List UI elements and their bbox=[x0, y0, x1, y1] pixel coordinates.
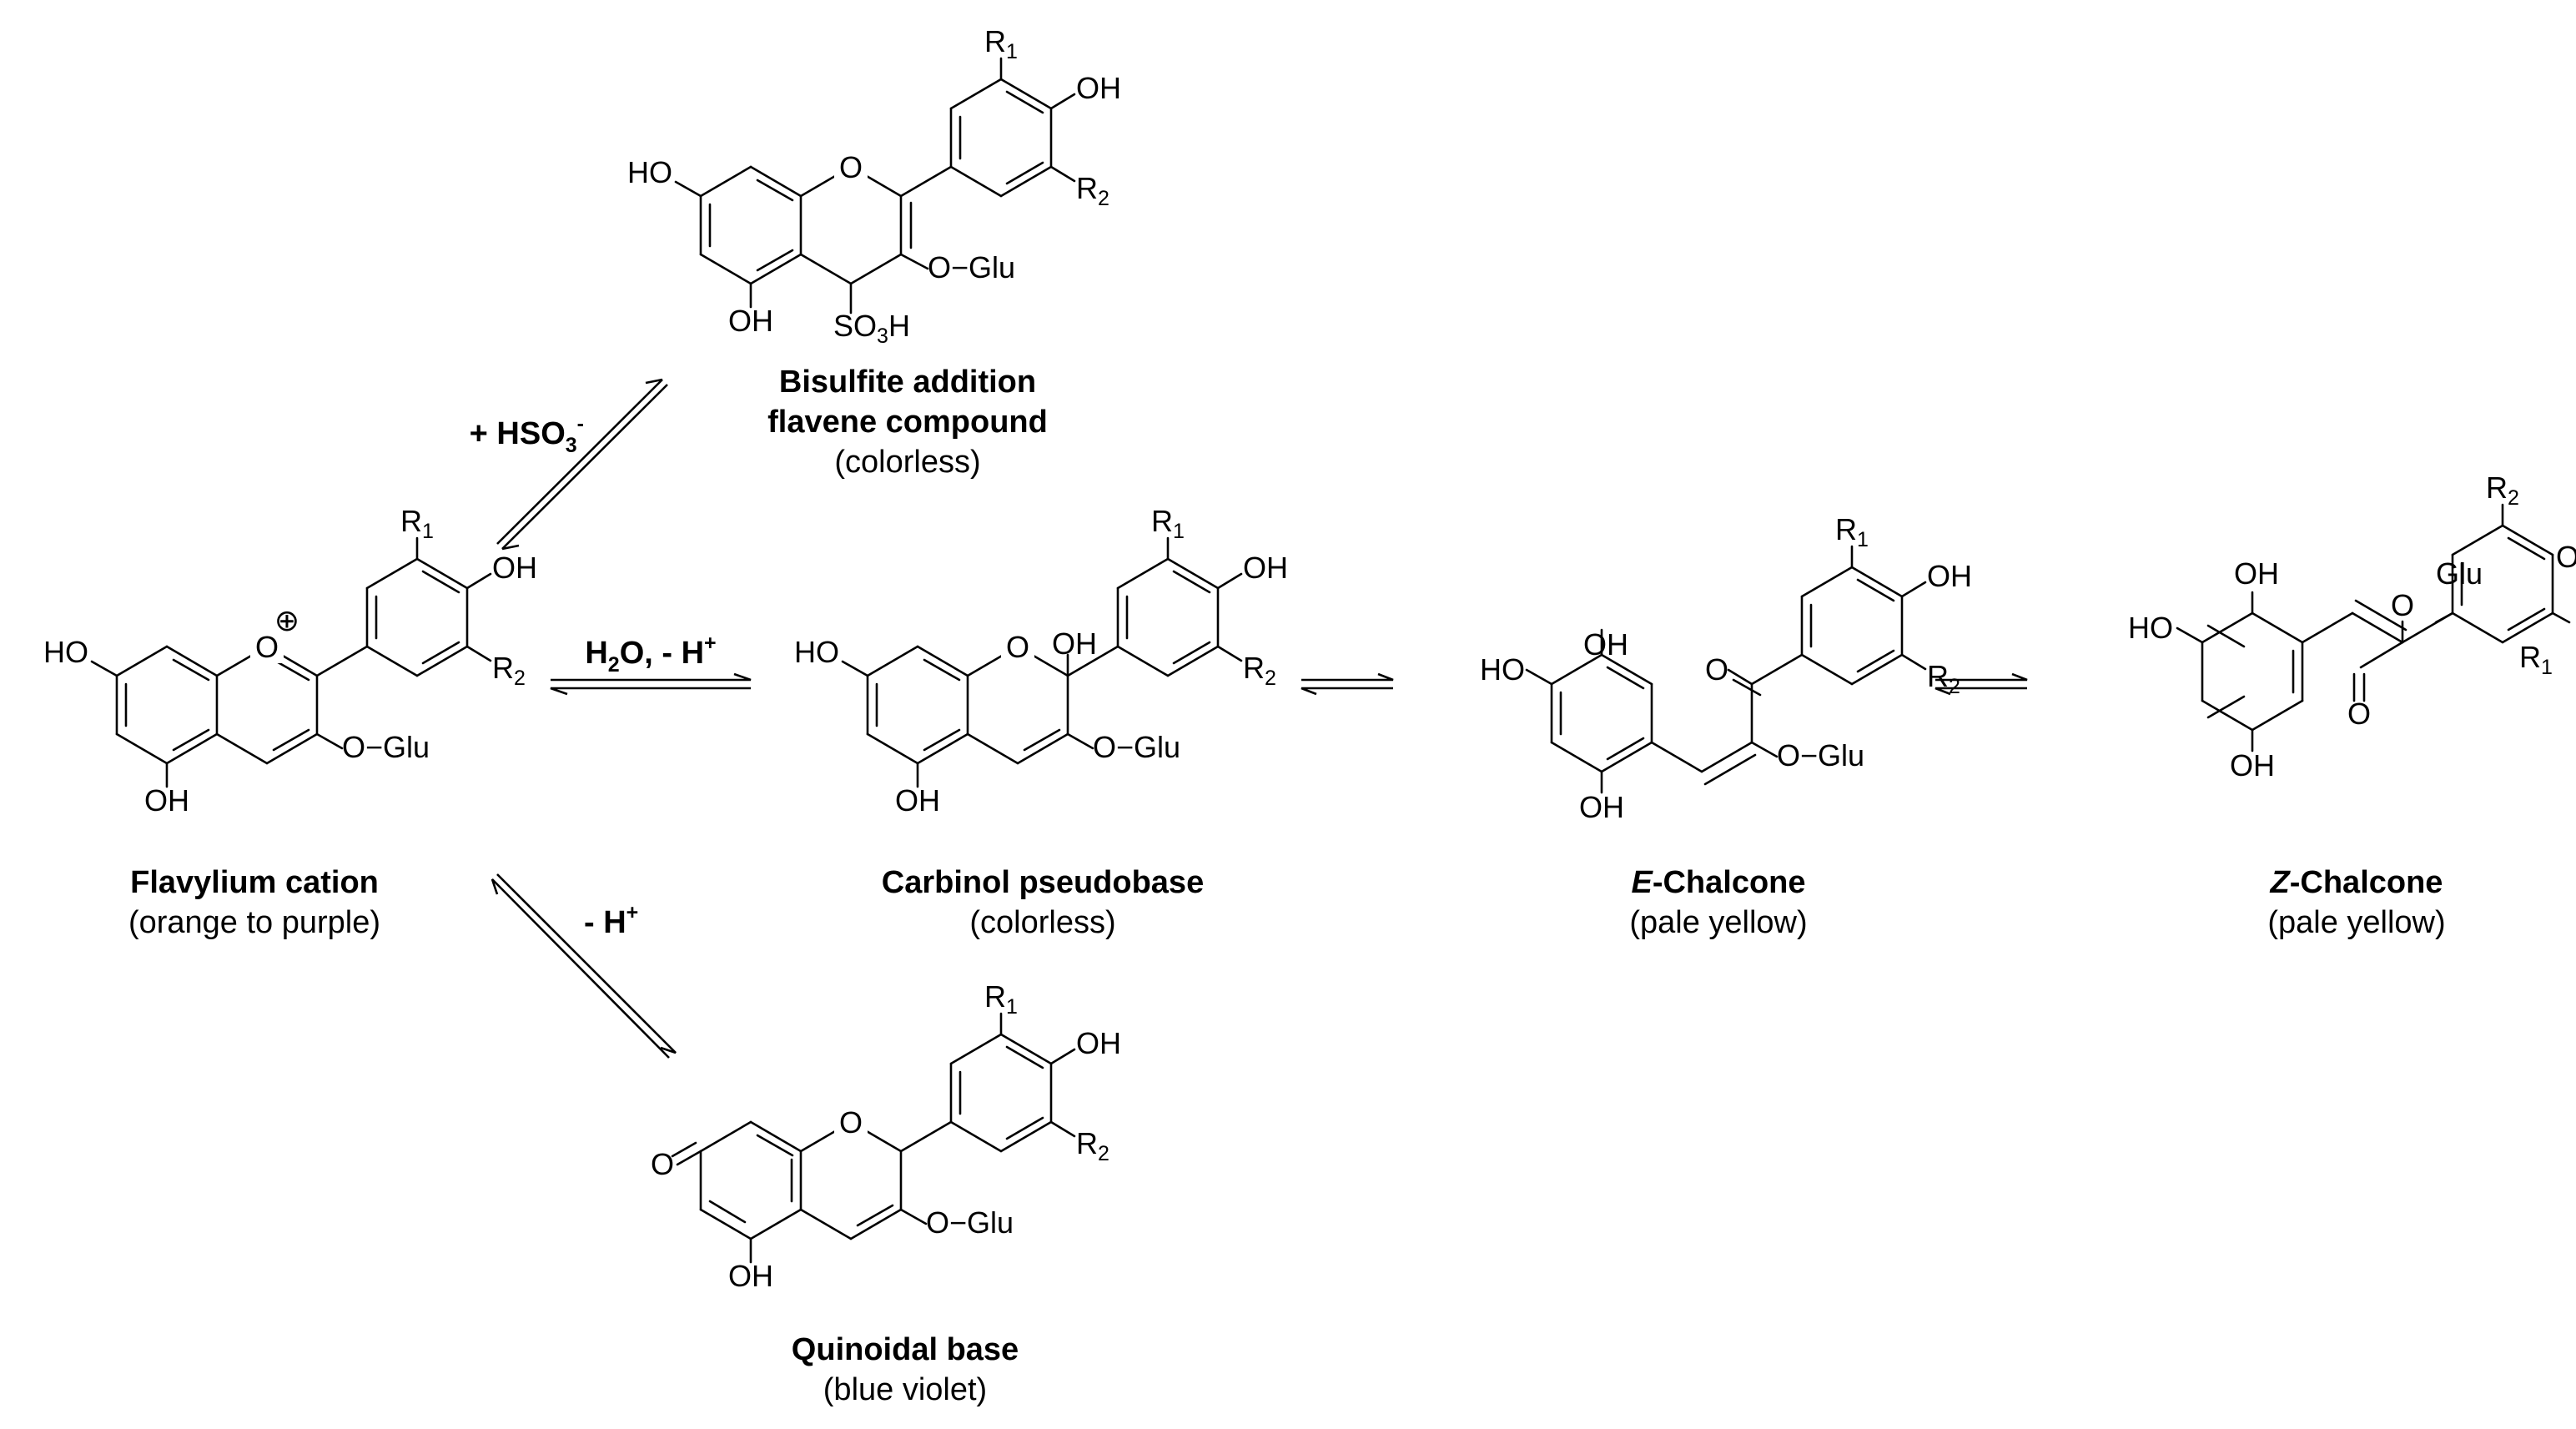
hydroxyl-4-label: HO bbox=[1480, 652, 1525, 687]
hydroxyl-6-label: OH bbox=[1579, 790, 1624, 824]
ring-oxygen-label: O bbox=[839, 150, 863, 184]
quinone-oxygen-label: O bbox=[651, 1147, 674, 1181]
flavylium-cation-color: (orange to purple) bbox=[128, 905, 380, 940]
equilibrium-arrow-hydration bbox=[550, 672, 752, 696]
o-glucoside-label: O−Glu bbox=[1093, 730, 1180, 764]
o-glucoside-label: O−Glu bbox=[1777, 738, 1864, 772]
a-ring-7-hydroxyl-label: HO bbox=[43, 635, 88, 669]
a-ring-5-hydroxyl-label: OH bbox=[728, 1259, 773, 1293]
equilibrium-arrow-isomerization bbox=[1935, 672, 2028, 696]
b-ring-hydroxyl-label: OH bbox=[1076, 1026, 1121, 1060]
r1-label: R1 bbox=[2519, 640, 2553, 679]
o-glucoside-label: O−Glu bbox=[926, 1205, 1014, 1240]
ring-oxygen-label: O bbox=[839, 1105, 863, 1140]
e-chalcone-color: (pale yellow) bbox=[1629, 905, 1807, 940]
equilibrium-arrow-ring-opening bbox=[1301, 672, 1394, 696]
b-ring-hydroxyl-label: OH bbox=[1927, 559, 1972, 593]
quinoidal-base-name: Quinoidal base bbox=[792, 1332, 1019, 1367]
r1-label: R1 bbox=[1151, 504, 1185, 543]
hydroxyl-6-label: OH bbox=[2230, 748, 2275, 782]
z-chalcone-name: Z-Chalcone bbox=[2270, 865, 2443, 900]
r2-label: R2 bbox=[2486, 470, 2519, 510]
hydration-condition-label: H2O, - H+ bbox=[585, 631, 716, 677]
enol-ether-oxygen-label: O bbox=[2391, 588, 2414, 622]
e-chalcone-name: E-Chalcone bbox=[1631, 865, 1805, 900]
hydroxyl-4-label: HO bbox=[2128, 611, 2173, 645]
r2-label: R2 bbox=[1076, 1126, 1109, 1165]
r1-label: R1 bbox=[400, 504, 434, 543]
quinoidal-base-color: (blue violet) bbox=[823, 1372, 987, 1407]
ring-oxygen-label: O bbox=[1006, 630, 1029, 664]
o-glucoside-label: O−Glu bbox=[928, 250, 1015, 284]
b-ring-hydroxyl-label: OH bbox=[2556, 540, 2576, 574]
bisulfite-condition-label: + HSO3- bbox=[470, 412, 584, 457]
oxonium-oxygen-label: O bbox=[255, 630, 279, 664]
bisulfite-adduct-name-line-1: Bisulfite addition bbox=[779, 365, 1036, 400]
carbonyl-oxygen-label: O bbox=[1705, 652, 1728, 687]
r1-label: R1 bbox=[984, 979, 1018, 1019]
hydroxyl-2-label: OH bbox=[1583, 627, 1628, 662]
o-glucoside-label: O−Glu bbox=[342, 730, 430, 764]
z-chalcone-structure: HO OH OH O O Glu R2 OH R1 bbox=[2128, 470, 2576, 782]
r2-label: R2 bbox=[1076, 171, 1109, 210]
r2-label: R2 bbox=[1243, 651, 1276, 690]
quinoidal-base-structure: O OH O R1 OH R2 O−Glu bbox=[651, 979, 1121, 1293]
equilibrium-arrow-deprotonation bbox=[491, 873, 677, 1059]
a-ring-7-hydroxyl-label: HO bbox=[794, 635, 839, 669]
positive-charge-icon: ⊕ bbox=[274, 603, 299, 637]
deprotonation-condition-label: - H+ bbox=[584, 901, 638, 940]
bisulfite-adduct-structure: HO OH O R1 OH R2 O−Glu SO3H bbox=[627, 24, 1121, 348]
bisulfite-adduct-color: (colorless) bbox=[834, 445, 980, 480]
r2-label: R2 bbox=[492, 651, 526, 690]
flavylium-cation-name: Flavylium cation bbox=[130, 865, 379, 900]
hydroxyl-2-label: OH bbox=[2234, 556, 2279, 591]
carbinol-pseudobase-structure: HO OH O OH R1 OH R2 O−Glu bbox=[794, 504, 1288, 818]
glucoside-label: Glu bbox=[2436, 556, 2483, 591]
a-ring-5-hydroxyl-label: OH bbox=[144, 783, 189, 818]
hemiketal-hydroxyl-label: OH bbox=[1052, 626, 1097, 661]
carbinol-pseudobase-color: (colorless) bbox=[969, 905, 1115, 940]
a-ring-7-hydroxyl-label: HO bbox=[627, 155, 672, 189]
a-ring-5-hydroxyl-label: OH bbox=[728, 304, 773, 338]
e-chalcone-structure: HO OH OH O R1 OH R2 O−Glu bbox=[1480, 512, 1972, 824]
a-ring-5-hydroxyl-label: OH bbox=[895, 783, 940, 818]
bisulfite-adduct-name-line-2: flavene compound bbox=[767, 405, 1048, 440]
flavylium-cation-structure: HO OH O ⊕ R1 OH R2 O−Glu bbox=[43, 504, 537, 818]
equilibrium-arrow-bisulfite bbox=[496, 378, 668, 551]
sulfonic-acid-label: SO3H bbox=[833, 309, 910, 348]
carbonyl-oxygen-label: O bbox=[2347, 697, 2371, 731]
b-ring-hydroxyl-label: OH bbox=[1076, 71, 1121, 105]
r1-label: R1 bbox=[1835, 512, 1869, 551]
b-ring-hydroxyl-label: OH bbox=[1243, 551, 1288, 585]
r1-label: R1 bbox=[984, 24, 1018, 63]
b-ring-hydroxyl-label: OH bbox=[492, 551, 537, 585]
carbinol-pseudobase-name: Carbinol pseudobase bbox=[882, 865, 1204, 900]
z-chalcone-color: (pale yellow) bbox=[2267, 905, 2445, 940]
